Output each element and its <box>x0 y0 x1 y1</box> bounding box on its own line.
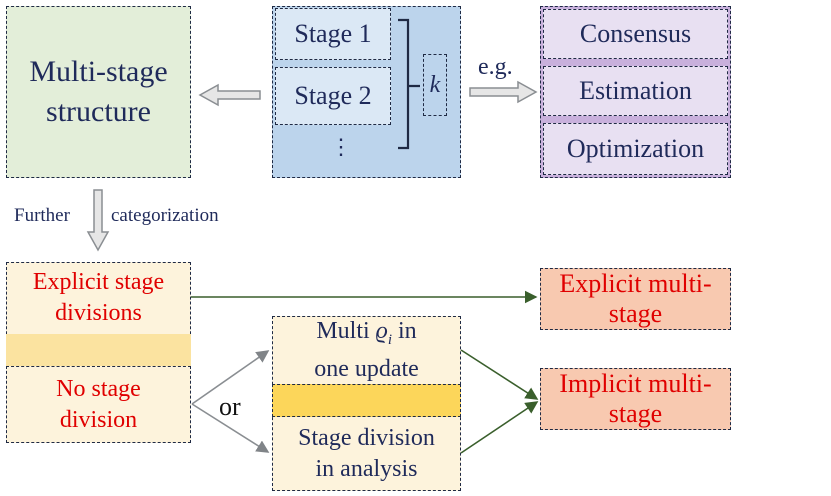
left-hollow-arrow <box>198 83 261 107</box>
multi-to-implicit <box>460 349 539 400</box>
category-separator <box>6 334 191 366</box>
k-label: k <box>429 71 441 98</box>
optimization-label: Optimization <box>566 134 705 163</box>
stage-1-label: Stage 1 <box>294 19 372 48</box>
stagediv-to-implicit <box>460 401 539 454</box>
no-stage-division-box: No stage division <box>6 366 191 443</box>
down-hollow-arrow <box>86 189 110 252</box>
stage-division-analysis-box: Stage division in analysis <box>274 419 459 489</box>
example-estimation: Estimation <box>543 66 728 116</box>
structure-line1: Multi-stage <box>29 55 168 88</box>
multi-rho-line1: Multi ϱi in <box>316 316 416 355</box>
estimation-label: Estimation <box>579 76 692 105</box>
rho-symbol: ϱ <box>375 317 388 344</box>
stage-bracket <box>398 18 420 150</box>
example-optimization: Optimization <box>543 123 728 175</box>
or-label: or <box>219 392 241 421</box>
or-connector-down <box>191 403 270 453</box>
stage-dots: ⋮ <box>330 134 352 159</box>
explicit-divisions-box: Explicit stage divisions <box>8 264 189 332</box>
no-stage-line2: division <box>59 406 138 433</box>
stage-2-box: Stage 2 <box>275 67 391 125</box>
stage-2-label: Stage 2 <box>294 81 372 110</box>
implicit-result-label: Implicit multi-stage <box>559 369 712 428</box>
multi-rho-box: Multi ϱi in one update <box>274 316 459 383</box>
consensus-label: Consensus <box>579 19 692 48</box>
explicit-line1: Explicit stage <box>32 269 165 295</box>
right-hollow-arrow <box>469 80 538 104</box>
further-label: Further <box>14 205 70 226</box>
no-stage-line1: No stage <box>56 375 141 402</box>
multi-stage-structure-box: Multi-stage structure <box>6 6 191 178</box>
rho-subscript: i <box>387 331 393 348</box>
multi-prefix: Multi <box>316 317 370 344</box>
stage-div-line1: Stage division <box>298 425 435 451</box>
stage-1-box: Stage 1 <box>275 8 391 60</box>
middle-separator <box>272 384 461 417</box>
categorization-label: categorization <box>111 205 219 226</box>
multi-rho-line2: one update <box>314 356 419 383</box>
explicit-multi-stage-box: Explicit multi-stage <box>540 268 731 330</box>
multi-suffix: in <box>392 317 417 344</box>
stage-div-line2: in analysis <box>315 456 418 482</box>
explicit-result-label: Explicit multi-stage <box>559 269 712 328</box>
or-connector-up <box>191 350 270 405</box>
k-box: k <box>423 54 447 116</box>
implicit-multi-stage-box: Implicit multi-stage <box>540 368 731 430</box>
eg-label: e.g. <box>478 54 513 80</box>
structure-line2: structure <box>46 95 151 128</box>
example-consensus: Consensus <box>543 9 728 59</box>
explicit-line2: divisions <box>55 300 142 326</box>
